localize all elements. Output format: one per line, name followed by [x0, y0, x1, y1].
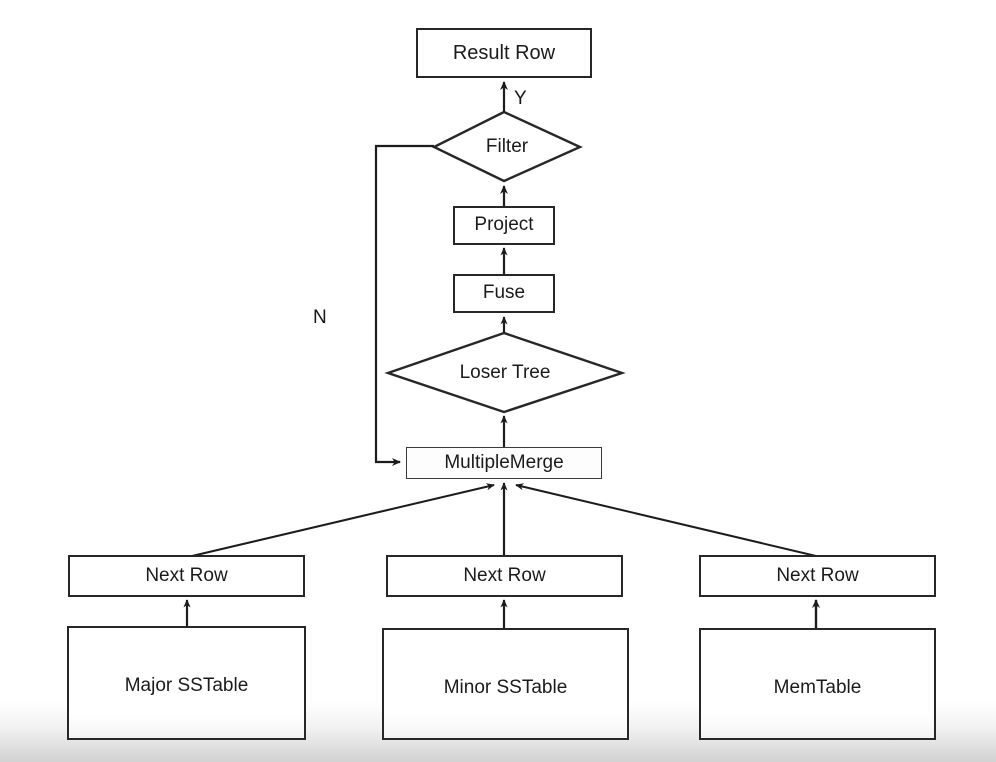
node-filter-label: Filter: [485, 135, 529, 157]
node-fuse[interactable]: Fuse: [453, 274, 555, 313]
node-next-row-middle[interactable]: Next Row: [386, 555, 623, 597]
node-major-sstable[interactable]: Major SSTable: [67, 626, 306, 740]
node-filter[interactable]: Filter: [434, 112, 580, 181]
node-loser-tree-label: Loser Tree: [459, 362, 551, 383]
node-next-row-middle-label: Next Row: [463, 564, 546, 586]
node-project[interactable]: Project: [453, 206, 555, 245]
node-next-row-right-label: Next Row: [776, 564, 859, 586]
node-next-row-right[interactable]: Next Row: [699, 555, 936, 597]
edge-next-row-left-to-multiple-merge: [191, 483, 495, 557]
node-next-row-left[interactable]: Next Row: [68, 555, 305, 597]
node-minor-sstable[interactable]: Minor SSTable: [382, 628, 629, 740]
node-minor-sstable-label: Minor SSTable: [443, 677, 568, 698]
node-fuse-label: Fuse: [482, 282, 526, 304]
node-multiple-merge-label: MultipleMerge: [444, 451, 564, 473]
node-loser-tree[interactable]: Loser Tree: [388, 333, 622, 413]
node-major-sstable-label: Major SSTable: [124, 675, 249, 696]
node-result-row-label: Result Row: [452, 42, 556, 64]
edge-label-no: N: [313, 307, 327, 328]
edge-next-row-right-to-multiple-merge: [515, 483, 817, 557]
node-memtable[interactable]: MemTable: [699, 628, 936, 740]
edge-label-yes: Y: [514, 88, 527, 109]
node-project-label: Project: [474, 214, 534, 236]
node-memtable-label: MemTable: [773, 677, 862, 698]
node-multiple-merge[interactable]: MultipleMerge: [406, 447, 602, 479]
node-next-row-left-label: Next Row: [145, 564, 228, 586]
edge-filter-no-loop: [374, 144, 434, 466]
node-result-row[interactable]: Result Row: [416, 28, 592, 78]
